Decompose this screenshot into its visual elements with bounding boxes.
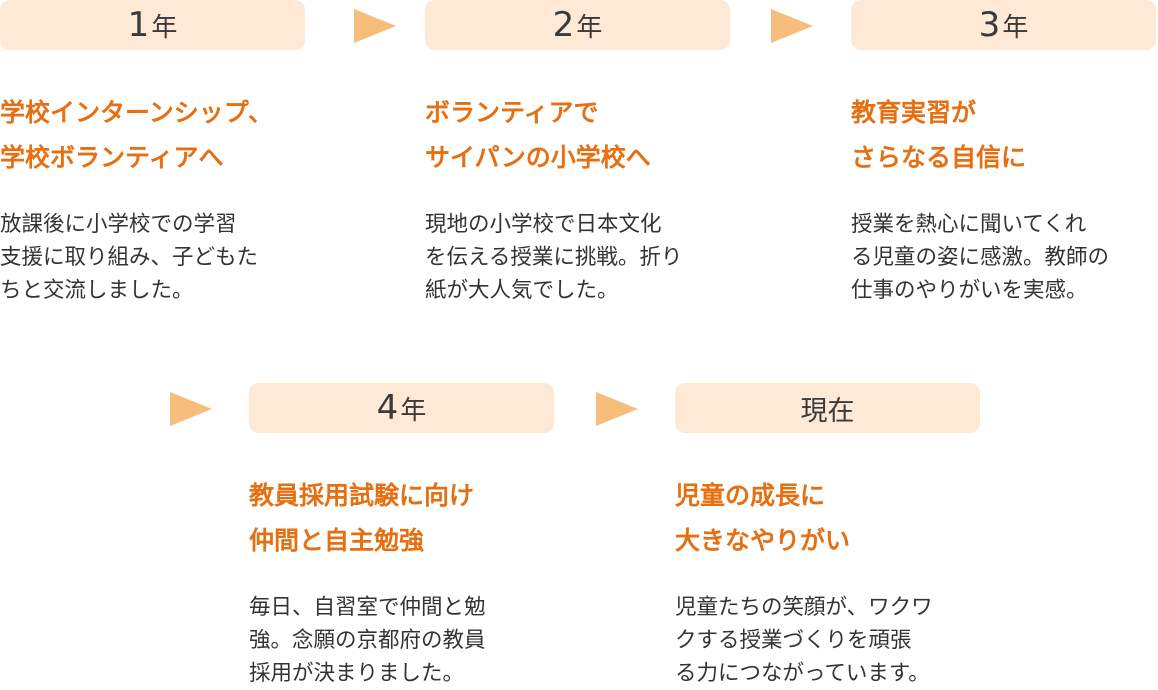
- year-number: 1: [127, 5, 150, 45]
- year-number: 2: [552, 5, 575, 45]
- step-description: 児童たちの笑顔が、ワクワ クする授業づくりを頑張 る力につながっています。: [675, 591, 980, 690]
- year-unit: 年: [400, 395, 427, 426]
- step-headline: 教育実習が さらなる自信に: [851, 90, 1156, 180]
- headline-line: 仲間と自主勉強: [249, 526, 425, 555]
- step-description: 毎日、自習室で仲間と勉 強。念願の京都府の教員 採用が決まりました。: [249, 591, 554, 690]
- description-line: る力につながっています。: [675, 661, 930, 686]
- description-line: 授業を熱心に聞いてくれ: [851, 212, 1087, 237]
- headline-line: 児童の成長に: [675, 481, 826, 510]
- description-line: 児童たちの笑顔が、ワクワ: [675, 595, 933, 620]
- year-number: 3: [978, 5, 1001, 45]
- description-line: を伝える授業に挑戦。折り: [425, 245, 683, 270]
- headline-line: サイパンの小学校へ: [425, 143, 651, 172]
- description-line: クする授業づくりを頑張: [675, 628, 912, 653]
- step-description: 放課後に小学校での学習 支援に取り組み、子どもた ちと交流しました。: [0, 208, 305, 307]
- description-line: 強。念願の京都府の教員: [249, 628, 486, 653]
- arrow-right-icon: [354, 9, 396, 43]
- arrow-right-icon: [596, 392, 638, 426]
- description-line: 毎日、自習室で仲間と勉: [249, 595, 486, 620]
- year-label-pill: 現在: [675, 383, 980, 433]
- year-number: 4: [376, 388, 399, 428]
- step-description: 現地の小学校で日本文化 を伝える授業に挑戦。折り 紙が大人気でした。: [425, 208, 730, 307]
- arrow-right-icon: [771, 9, 813, 43]
- step-description: 授業を熱心に聞いてくれ る児童の姿に感激。教師の 仕事のやりがいを実感。: [851, 208, 1156, 307]
- step-headline: 教員採用試験に向け 仲間と自主勉強: [249, 473, 554, 563]
- headline-line: 教育実習が: [851, 98, 977, 127]
- year-unit: 年: [1002, 12, 1029, 43]
- year-unit: 年: [576, 12, 603, 43]
- description-line: ちと交流しました。: [0, 278, 194, 303]
- description-line: 仕事のやりがいを実感。: [851, 278, 1088, 303]
- description-line: 放課後に小学校での学習: [0, 212, 237, 237]
- step-headline: 児童の成長に 大きなやりがい: [675, 473, 980, 563]
- description-line: る児童の姿に感激。教師の: [851, 245, 1110, 270]
- step-current: 現在 児童の成長に 大きなやりがい 児童たちの笑顔が、ワクワ クする授業づくりを…: [675, 383, 980, 690]
- headline-line: 学校ボランティアへ: [0, 143, 224, 172]
- headline-line: 教員採用試験に向け: [249, 481, 475, 510]
- description-line: 現地の小学校で日本文化: [425, 212, 662, 237]
- headline-line: 学校インターンシップ、: [0, 98, 274, 127]
- year-unit: 年: [151, 12, 178, 43]
- description-line: 紙が大人気でした。: [425, 278, 619, 303]
- current-label: 現在: [800, 395, 855, 427]
- description-line: 支援に取り組み、子どもた: [0, 245, 259, 270]
- step-headline: 学校インターンシップ、 学校ボランティアへ: [0, 90, 305, 180]
- step-headline: ボランティアで サイパンの小学校へ: [425, 90, 730, 180]
- headline-line: ボランティアで: [425, 98, 599, 127]
- headline-line: さらなる自信に: [851, 143, 1027, 172]
- headline-line: 大きなやりがい: [675, 526, 851, 555]
- description-line: 採用が決まりました。: [249, 661, 465, 686]
- arrow-right-icon: [170, 392, 212, 426]
